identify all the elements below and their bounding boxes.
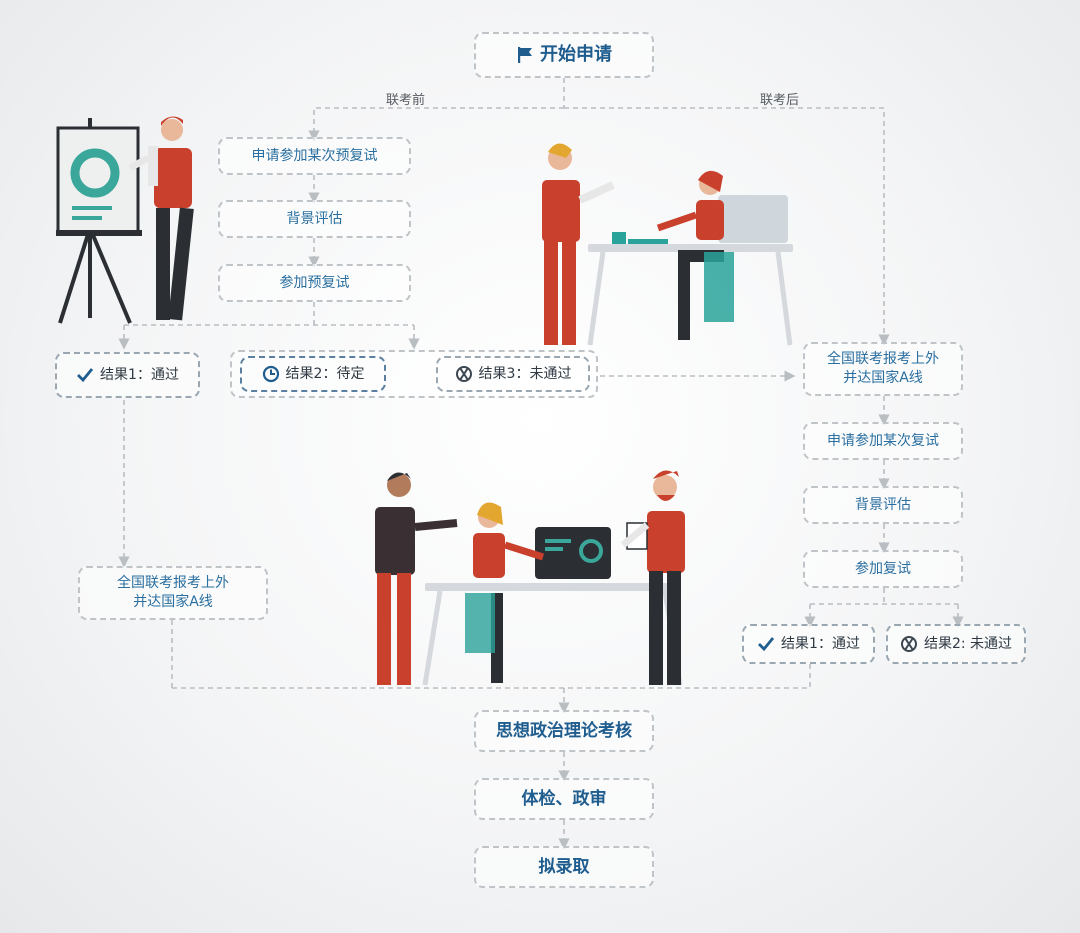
after-result1-label: 结果1：通过 [781, 635, 860, 652]
after-result1-node: 结果1：通过 [742, 624, 875, 664]
desk-meeting-illustration [542, 143, 793, 346]
attend-retest-node: 参加复试 [803, 550, 963, 588]
presenter-easel-illustration [56, 116, 194, 324]
cross-circle-icon [455, 365, 472, 382]
attend-pretest-label: 参加预复试 [279, 274, 350, 291]
after-line-a-line2: 并达国家A线 [843, 370, 923, 386]
before-result2-label: 结果2：待定 [285, 365, 365, 382]
cross-circle-icon [900, 635, 917, 652]
before-result3-label: 结果3：未通过 [478, 365, 572, 382]
before-result3-node: 结果3：未通过 [436, 356, 590, 392]
physical-review-node: 体检、政审 [474, 778, 654, 820]
apply-pretest-node: 申请参加某次预复试 [218, 137, 411, 175]
before-line-a-node: 全国联考报考上外 并达国家A线 [78, 566, 268, 620]
politics-exam-label: 思想政治理论考核 [496, 720, 632, 741]
after-result2-label: 结果2: 未通过 [923, 635, 1013, 652]
check-icon [77, 368, 94, 383]
apply-retest-label: 申请参加某次复试 [827, 432, 939, 449]
background-eval-label-after: 背景评估 [855, 496, 911, 513]
apply-pretest-label: 申请参加某次预复试 [251, 147, 378, 164]
before-line-a-line1: 全国联考报考上外 [117, 575, 229, 592]
branch-label-before: 联考前 [386, 93, 426, 108]
after-result2-node: 结果2: 未通过 [886, 624, 1026, 664]
attend-retest-label: 参加复试 [855, 560, 911, 577]
admission-label: 拟录取 [538, 856, 590, 877]
before-result1-node: 结果1：通过 [55, 352, 200, 398]
before-result1-label: 结果1：通过 [100, 366, 179, 383]
start-label: 开始申请 [540, 43, 612, 65]
after-line-a-node: 全国联考报考上外 并达国家A线 [803, 342, 963, 396]
check-icon [758, 637, 775, 652]
attend-pretest-node: 参加预复试 [218, 264, 411, 302]
apply-retest-node: 申请参加某次复试 [803, 422, 963, 460]
background-eval-label-before: 背景评估 [286, 210, 343, 227]
start-node: 开始申请 [474, 32, 654, 78]
team-workstation-illustration [375, 470, 685, 686]
flag-icon [518, 46, 532, 63]
admission-node: 拟录取 [474, 846, 654, 888]
physical-review-label: 体检、政审 [521, 788, 607, 809]
branch-label-after: 联考后 [760, 93, 800, 108]
before-line-a-line2: 并达国家A线 [133, 594, 213, 610]
clock-icon [262, 365, 279, 383]
after-line-a-line1: 全国联考报考上外 [827, 351, 939, 368]
background-eval-node-after: 背景评估 [803, 486, 963, 524]
background-eval-node-before: 背景评估 [218, 200, 411, 238]
politics-exam-node: 思想政治理论考核 [474, 710, 654, 752]
before-result2-node: 结果2：待定 [240, 356, 386, 392]
